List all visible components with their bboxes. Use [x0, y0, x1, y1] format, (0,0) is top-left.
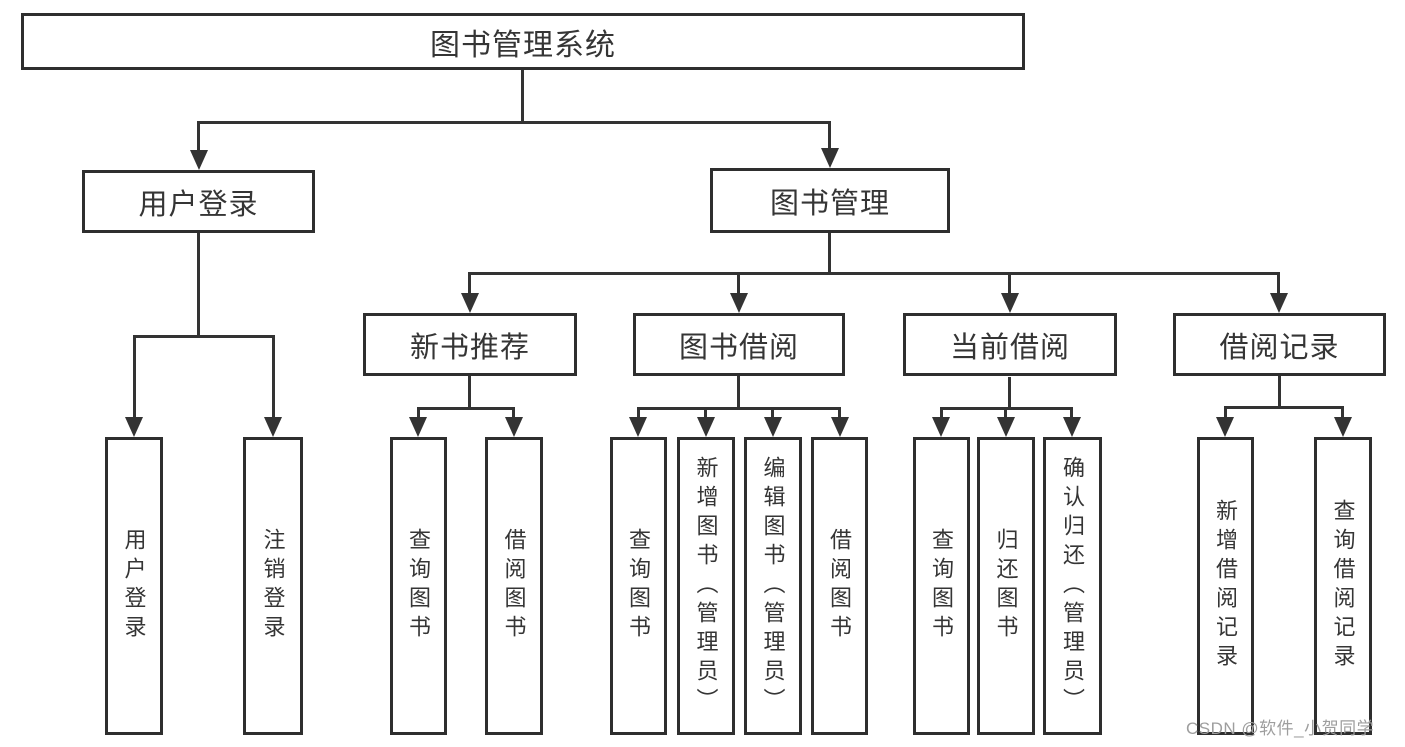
connector-line: [417, 407, 515, 410]
connector-line: [1070, 407, 1073, 420]
csdn-watermark: CSDN @软件_小贺同学: [1186, 719, 1375, 738]
leaf-label: 借阅图书: [827, 528, 853, 644]
connector-line: [512, 407, 515, 420]
leaf-label: 查询图书: [626, 528, 652, 644]
leaf-borrow-books-recommend: 借阅图书: [485, 437, 543, 735]
connector-line: [272, 335, 275, 421]
connector-line: [468, 272, 471, 296]
node-new-book-recommendation: 新书推荐: [363, 313, 577, 376]
leaf-logout: 注销登录: [243, 437, 303, 735]
arrow-down-icon: [1270, 293, 1288, 313]
leaf-label: 新增图书（管理员）: [693, 455, 719, 717]
arrow-down-icon: [997, 417, 1015, 437]
arrow-down-icon: [629, 417, 647, 437]
connector-line: [704, 407, 707, 420]
node-book-borrowing: 图书借阅: [633, 313, 845, 376]
connector-line: [417, 407, 420, 420]
leaf-query-borrow-record: 查询借阅记录: [1314, 437, 1372, 735]
leaf-label: 借阅图书: [501, 528, 527, 644]
connector-line: [197, 121, 831, 124]
arrow-down-icon: [932, 417, 950, 437]
leaf-label: 新增借阅记录: [1213, 499, 1239, 673]
arrow-down-icon: [190, 150, 208, 170]
connector-line: [828, 233, 831, 274]
leaf-label: 编辑图书（管理员）: [760, 455, 786, 717]
arrow-down-icon: [831, 417, 849, 437]
leaf-label: 用户登录: [121, 528, 147, 644]
connector-line: [1008, 377, 1011, 409]
connector-line: [838, 407, 841, 420]
leaf-query-books-current: 查询图书: [913, 437, 970, 735]
arrow-down-icon: [821, 148, 839, 168]
leaf-borrow-books: 借阅图书: [811, 437, 868, 735]
connector-line: [737, 376, 740, 409]
leaf-label: 确认归还（管理员）: [1060, 455, 1086, 717]
arrow-down-icon: [409, 417, 427, 437]
connector-line: [1008, 272, 1011, 296]
leaf-edit-books-admin: 编辑图书（管理员）: [744, 437, 802, 735]
leaf-add-books-admin: 新增图书（管理员）: [677, 437, 735, 735]
leaf-label: 查询图书: [406, 528, 432, 644]
leaf-label: 归还图书: [993, 528, 1019, 644]
connector-line: [940, 407, 943, 420]
connector-line: [737, 272, 740, 296]
leaf-user-login: 用户登录: [105, 437, 163, 735]
arrow-down-icon: [264, 417, 282, 437]
node-library-management-system: 图书管理系统: [21, 13, 1025, 70]
node-user-login: 用户登录: [82, 170, 315, 233]
leaf-label: 查询借阅记录: [1330, 499, 1356, 673]
connector-line: [1277, 272, 1280, 296]
connector-line: [1341, 406, 1344, 420]
connector-line: [468, 376, 471, 409]
connector-line: [1224, 406, 1343, 409]
leaf-confirm-return-admin: 确认归还（管理员）: [1043, 437, 1102, 735]
arrow-down-icon: [125, 417, 143, 437]
connector-line: [521, 70, 524, 122]
arrow-down-icon: [730, 293, 748, 313]
connector-line: [197, 233, 200, 335]
connector-line: [637, 407, 640, 420]
connector-line: [468, 272, 1279, 275]
node-borrowing-records: 借阅记录: [1173, 313, 1386, 376]
arrow-down-icon: [764, 417, 782, 437]
leaf-label: 查询图书: [929, 528, 955, 644]
connector-line: [1004, 407, 1007, 420]
arrow-down-icon: [1001, 293, 1019, 313]
arrow-down-icon: [1334, 417, 1352, 437]
arrow-down-icon: [461, 293, 479, 313]
node-book-management: 图书管理: [710, 168, 950, 233]
connector-line: [133, 335, 275, 338]
arrow-down-icon: [1063, 417, 1081, 437]
connector-line: [197, 121, 200, 153]
node-current-borrowing: 当前借阅: [903, 313, 1117, 376]
connector-line: [1224, 406, 1227, 420]
connector-line: [828, 121, 831, 151]
leaf-add-borrow-record: 新增借阅记录: [1197, 437, 1254, 735]
leaf-query-books-recommend: 查询图书: [390, 437, 447, 735]
arrow-down-icon: [505, 417, 523, 437]
connector-line: [637, 407, 841, 410]
arrow-down-icon: [697, 417, 715, 437]
connector-line: [771, 407, 774, 420]
leaf-query-books-borrow: 查询图书: [610, 437, 667, 735]
arrow-down-icon: [1216, 417, 1234, 437]
connector-line: [1278, 376, 1281, 408]
leaf-return-books: 归还图书: [977, 437, 1035, 735]
connector-line: [133, 335, 136, 421]
leaf-label: 注销登录: [260, 528, 286, 644]
